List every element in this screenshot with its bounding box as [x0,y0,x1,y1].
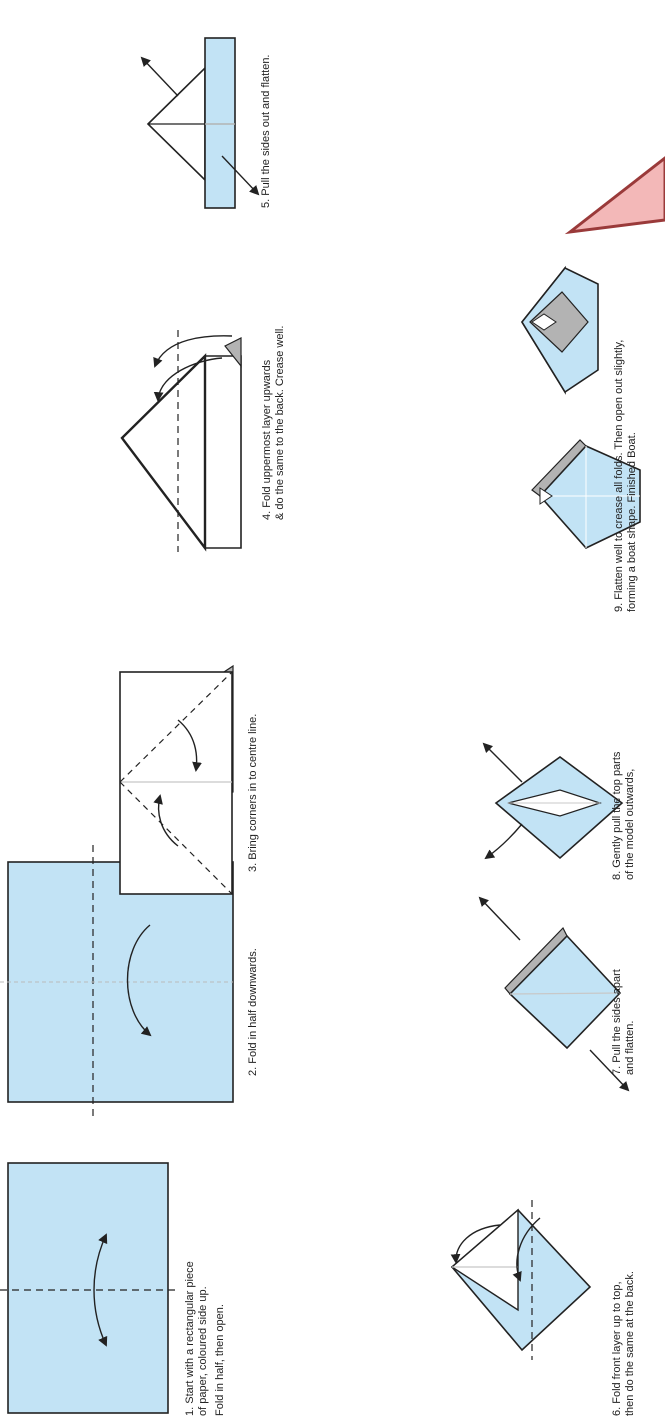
step-1-caption-line-3: Fold in half, then open. [214,1304,226,1416]
step-2-curved-arrow [126,924,152,1037]
step-8-arrow-right [484,823,523,860]
step-9-diagram-open [521,265,599,395]
step-7-diagram [478,896,630,1092]
step-9-flat-boat [538,445,641,549]
step-9-diagram-flat [531,439,641,549]
step-8-caption-line-1: 8. Gently pull the top parts [611,751,623,880]
step-6-caption-line-1: 6. Fold front layer up to top, [611,1281,623,1416]
step-1-curved-arrow [93,1233,108,1347]
step-7-arrow-bottom [589,1049,630,1092]
step-3-paper [119,671,233,895]
step-4-arrow-front [153,357,223,402]
step-1-paper [7,1162,169,1414]
step-9-caption-line-1: 9. Flatten well to crease all folds. The… [613,340,625,612]
step-5-diagram [140,37,260,209]
step-1-caption: 1. Start with a rectangular piece of pap… [184,1261,226,1416]
step-3-corner-crease-lower [119,781,233,895]
step-6-diagram [450,1200,592,1360]
step-1-caption-line-2: of paper, coloured side up. [197,1286,209,1416]
step-5-arrow-out-top [140,56,179,97]
step-7-arrow-top [478,896,521,941]
step-8-caption: 8. Gently pull the top parts of the mode… [611,751,636,880]
step-8-caption-line-2: of the model outwards, [624,769,636,880]
step-3-caption: 3. Bring corners in to centre line. [247,714,259,872]
step-1-diagram [0,1162,180,1414]
pointer-callout [564,156,665,235]
step-3-diagram [119,664,234,895]
step-6-front-flap [450,1208,519,1312]
step-2-diagram [0,845,234,1118]
step-2-caption-line-1: 2. Fold in half downwards. [247,948,259,1076]
step-5-caption: 5. Pull the sides out and flatten. [260,55,272,209]
step-7-centre-crease [509,992,621,995]
step-9-caption-line-2: forming a boat shape. Finished Boat. [626,432,638,612]
step-3-caption-line-1: 3. Bring corners in to centre line. [247,714,259,872]
step-6-arrow-back [512,1217,541,1282]
step-9-open-interior [529,291,589,353]
step-6-caption-line-2: then do the same at the back. [624,1271,636,1416]
step-1-caption-line-1: 1. Start with a rectangular piece [184,1261,196,1416]
step-9-open-notch [531,313,557,331]
step-4-caption-line-1: 4. Fold uppermost layer upwards [261,359,273,520]
step-9-flat-notch [539,487,553,505]
step-4-diagram [120,330,242,552]
step-4-caption-line-2: & do the same to the back. Crease well. [274,326,286,520]
step-5-arrow-out-bottom [221,155,260,196]
step-9-caption: 9. Flatten well to crease all folds. The… [613,340,638,612]
step-8-diagram [482,742,624,860]
step-6-arrow-front [450,1224,501,1264]
step-4-arrow-back [153,335,233,368]
step-4-caption: 4. Fold uppermost layer upwards & do the… [261,326,286,520]
step-4-grey-flap [224,337,242,368]
step-8-arrow-left [482,742,523,783]
step-3-arrow-lower [153,794,179,847]
step-3-arrow-upper [177,719,202,772]
step-7-caption-line-1: 7. Pull the sides apart [611,969,623,1075]
step-6-caption: 6. Fold front layer up to top, then do t… [611,1271,636,1416]
step-5-caption-line-1: 5. Pull the sides out and flatten. [260,55,272,209]
step-7-caption: 7. Pull the sides apart and flatten. [611,969,636,1075]
step-7-diamond [508,934,622,1050]
step-2-caption: 2. Fold in half downwards. [247,948,259,1076]
step-3-corner-crease-upper [119,671,233,783]
step-7-caption-line-2: and flatten. [624,1021,636,1075]
step-5-band [204,37,236,209]
